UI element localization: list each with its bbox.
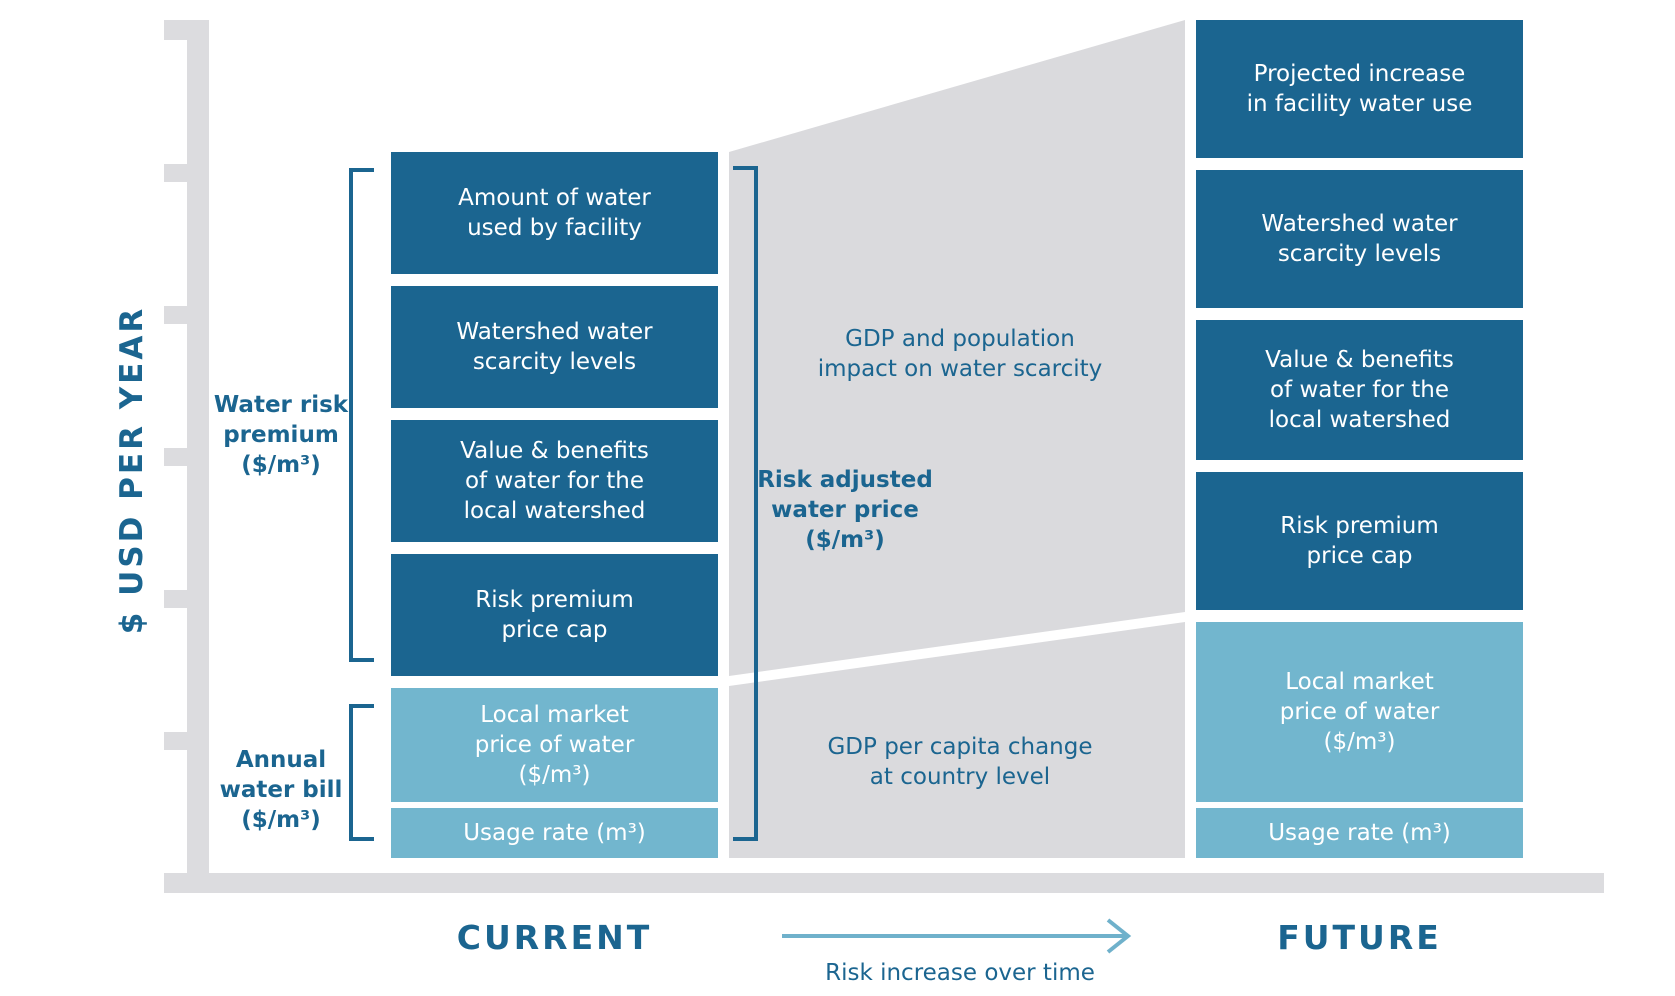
- annual-water-bill-label: Annual water bill ($/m³): [219, 747, 343, 833]
- lower-transition-band: [729, 622, 1185, 858]
- annual-bill-bracket: [349, 704, 374, 841]
- future-scarcity-block: Watershed water scarcity levels: [1196, 170, 1523, 308]
- water-risk-premium-label: Water risk premium ($/m³): [213, 392, 349, 478]
- current-value-block: Value & benefits of water for the local …: [391, 420, 718, 542]
- future-value-block: Value & benefits of water for the local …: [1196, 320, 1523, 460]
- y-axis-ticks: [164, 20, 194, 750]
- y-tick: [164, 732, 194, 750]
- y-axis-label: $ USD PER YEAR: [114, 305, 150, 635]
- current-heading: CURRENT: [456, 918, 653, 957]
- y-axis: [187, 20, 209, 883]
- current-amount-block: Amount of water used by facility: [391, 152, 718, 274]
- upper-transition-band: [729, 20, 1185, 676]
- y-tick: [164, 306, 194, 324]
- gdp-per-capita-label: GDP per capita change at country level: [827, 734, 1093, 790]
- y-tick: [164, 164, 194, 182]
- current-scarcity-block: Watershed water scarcity levels: [391, 286, 718, 408]
- arrow-label: Risk increase over time: [825, 960, 1095, 986]
- current-market-block: Local market price of water ($/m³): [391, 688, 718, 802]
- x-axis: [164, 873, 1604, 893]
- future-heading: FUTURE: [1277, 918, 1442, 957]
- y-tick: [164, 20, 194, 40]
- current-cap-block: Risk premium price cap: [391, 554, 718, 676]
- gdp-population-label: GDP and population impact on water scarc…: [817, 326, 1103, 382]
- risk-premium-bracket: [349, 168, 374, 662]
- time-arrow-head: [1106, 918, 1132, 954]
- future-usage-block: Usage rate (m³): [1196, 808, 1523, 858]
- future-market-block: Local market price of water ($/m³): [1196, 622, 1523, 802]
- y-tick: [164, 448, 194, 466]
- current-usage-block: Usage rate (m³): [391, 808, 718, 858]
- y-tick: [164, 590, 194, 608]
- future-projected-block: Projected increase in facility water use: [1196, 20, 1523, 158]
- future-cap-block: Risk premium price cap: [1196, 472, 1523, 610]
- risk-adjusted-price-label: Risk adjusted water price ($/m³): [757, 467, 933, 553]
- risk-adjusted-bracket: [733, 166, 758, 841]
